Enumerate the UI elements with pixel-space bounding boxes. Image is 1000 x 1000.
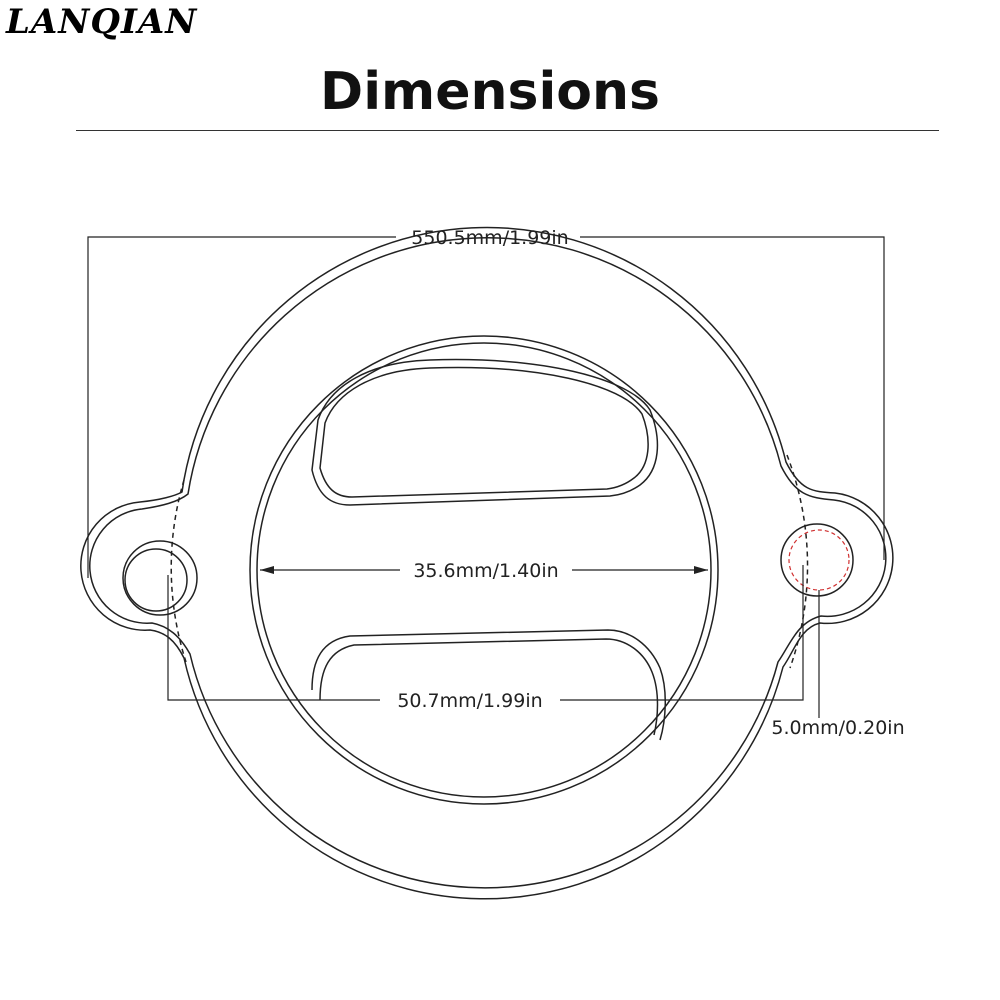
inner-diameter-label: 35.6mm/1.40in <box>413 560 558 582</box>
dashed-circle-right <box>786 454 809 669</box>
title-divider <box>76 130 939 131</box>
dashed-circle-left <box>170 479 187 663</box>
hole-diameter-marker <box>788 529 850 591</box>
left-hole-outer <box>122 540 198 616</box>
page-title: Dimensions <box>320 62 660 122</box>
left-hole-inner <box>124 548 188 612</box>
upper-slot-inner <box>319 366 649 498</box>
hole-spacing-label: 50.7mm/1.99in <box>397 690 542 712</box>
overall-width-label: 550.5mm/1.99in <box>411 227 568 249</box>
right-hole <box>780 523 854 597</box>
arrowhead-left <box>260 566 274 574</box>
hole-spacing-dimension-line <box>167 565 804 701</box>
upper-slot-outer <box>311 358 659 506</box>
brand-logo: LANQIAN <box>6 2 198 42</box>
inner-ring-outer <box>249 335 719 805</box>
cover-outline-inner <box>89 237 887 889</box>
hole-diameter-label: 5.0mm/0.20in <box>771 717 904 739</box>
arrowhead-right <box>694 566 708 574</box>
overall-width-dimension-line <box>87 236 885 578</box>
cover-outline <box>80 226 894 900</box>
lower-slot-inner <box>319 638 659 736</box>
inner-ring-inner <box>256 342 712 798</box>
lower-slot-outer <box>311 629 667 741</box>
